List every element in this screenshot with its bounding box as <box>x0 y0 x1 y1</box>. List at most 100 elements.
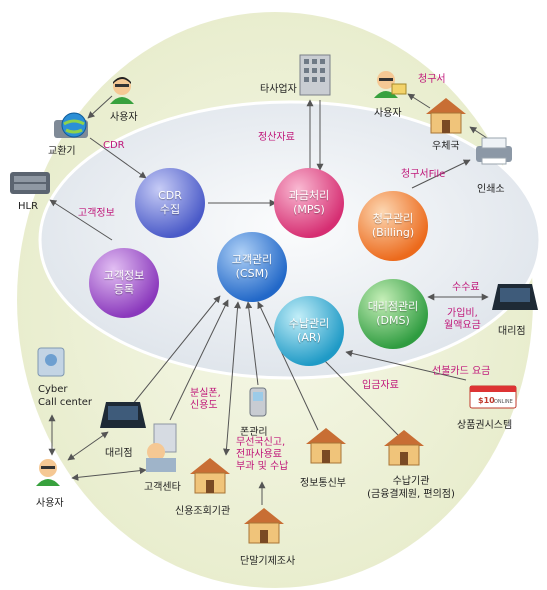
edge-label-commission: 수수료 <box>452 282 480 293</box>
edge-label-radio-line3: 부과 및 수납 <box>236 461 289 472</box>
edge-label-invoice: 청구서 <box>418 74 446 85</box>
edge-label-invoice-file: 청구서File <box>401 169 446 180</box>
billing-label: 청구관리 (Billing) <box>358 212 428 240</box>
edge-label-lost-phone: 분실폰, 신용도 <box>190 388 221 412</box>
edge-label-prepaid-card: 선불카드 요금 <box>432 366 491 377</box>
person-icon <box>374 71 407 98</box>
exchange-label: 교환기 <box>48 146 76 157</box>
print-shop-label: 인쇄소 <box>477 184 505 195</box>
phone-mgmt-label: 폰관리 <box>240 427 268 438</box>
ar-label: 수납관리 (AR) <box>274 317 344 345</box>
edge-label-subscription-line2: 월액요금 <box>444 320 481 331</box>
arrow-phone-to-csm <box>245 301 259 386</box>
voucher-system-label: 상품권시스템 <box>457 420 513 431</box>
arrow-user-agency <box>67 431 109 461</box>
arrow-billing-to-print <box>411 159 471 189</box>
arrow-post-to-user <box>407 93 431 109</box>
csm-circle <box>217 232 287 302</box>
other-carrier-label: 타사업자 <box>260 84 297 95</box>
user-top-left-label: 사용자 <box>110 112 138 123</box>
edge-label-cdr: CDR <box>103 140 125 151</box>
mps-circle <box>274 168 344 238</box>
dms-label-line2: (DMS) <box>376 314 410 327</box>
user-bottom-left-label: 사용자 <box>36 498 64 509</box>
cdr-label: CDR 수집 <box>135 189 205 217</box>
house-icon <box>426 98 466 134</box>
csm-label-line2: (CSM) <box>235 267 269 280</box>
edge-label-subscription: 가입비, 월액요금 <box>444 308 481 332</box>
post-office-label: 우체국 <box>432 141 460 152</box>
call-center-label-line2: Call center <box>38 397 93 408</box>
agency-right-label: 대리점 <box>498 326 526 337</box>
phone-icon <box>249 387 267 417</box>
person-icon <box>36 459 60 486</box>
arrow-user-center <box>71 467 147 481</box>
payment-agency-label-line1: 수납기관 <box>392 476 430 487</box>
customer-info-label: 고객정보 등록 <box>89 269 159 297</box>
cdr-label-line1: CDR <box>158 189 182 202</box>
call-center-label: Cyber Call center <box>38 383 92 409</box>
dms-label-line1: 대리점관리 <box>367 300 419 313</box>
mps-label-line1: 과금처리 <box>288 189 330 202</box>
mps-label: 과금처리 (MPS) <box>274 189 344 217</box>
customer-info-circle <box>89 248 159 318</box>
arrow-exchange-to-cdr <box>89 137 147 179</box>
edge-label-radio-line2: 전파사용료 <box>236 449 282 460</box>
ar-label-line2: (AR) <box>297 331 321 344</box>
voucher-card-icon: $10 ONLINE <box>469 385 517 409</box>
arrow-payment-to-ar <box>319 355 399 436</box>
edge-label-lost-phone-line1: 분실폰, <box>190 388 221 399</box>
agency-terminal-icon <box>492 284 538 310</box>
server-icon <box>10 172 50 194</box>
edge-label-settlement: 정산자료 <box>258 132 295 143</box>
csm-label: 고객관리 (CSM) <box>217 253 287 281</box>
payment-agency-label: 수납기관 (금융결제원, 편의점) <box>356 475 466 501</box>
arrows <box>48 93 491 505</box>
customer-center-label: 고객센타 <box>144 482 181 493</box>
edge-label-subscription-line1: 가입비, <box>447 308 478 319</box>
dms-label: 대리점관리 (DMS) <box>353 300 433 328</box>
exchange-icon <box>54 112 88 138</box>
edge-label-radio: 무선국신고, 전파사용료 부과 및 수납 <box>236 437 288 473</box>
customer-center-icon <box>146 423 177 472</box>
svg-text:ONLINE: ONLINE <box>494 399 513 405</box>
cdr-label-line2: 수집 <box>159 203 181 216</box>
house-icon <box>244 508 284 544</box>
csm-label-line1: 고객관리 <box>231 253 273 266</box>
billing-label-line2: (Billing) <box>371 226 415 239</box>
billing-circle <box>358 191 428 261</box>
payment-agency-label-line2: (금융결제원, 편의점) <box>367 489 455 500</box>
credit-bureau-label: 신용조회기관 <box>175 506 231 517</box>
call-center-icon <box>37 347 65 377</box>
edge-label-radio-line1: 무선국신고, <box>236 437 286 448</box>
arrow-credit-csm <box>223 301 241 456</box>
arrow-user-to-exchange <box>87 95 113 119</box>
call-center-label-line1: Cyber <box>38 384 68 395</box>
user-top-right-label: 사용자 <box>374 108 402 119</box>
svg-text:$10: $10 <box>478 396 495 405</box>
agency-left-label: 대리점 <box>105 448 133 459</box>
billing-label-line1: 청구관리 <box>372 212 414 225</box>
customer-info-label-line1: 고객정보 <box>103 269 145 282</box>
edge-label-customer-info: 고객정보 <box>78 208 115 219</box>
arrow-voucher-to-ar <box>345 350 467 381</box>
arrow-info-dept-to-csm <box>257 301 319 431</box>
edge-label-lost-phone-line2: 신용도 <box>190 400 218 411</box>
arrow-center-to-csm <box>169 299 229 421</box>
house-icon <box>306 428 346 464</box>
mps-label-line2: (MPS) <box>293 203 325 216</box>
cdr-circle <box>135 168 205 238</box>
arrow-agency-left-to-csm <box>127 295 221 411</box>
ar-circle <box>274 296 344 366</box>
terminal-survey-label: 단말기제조사 <box>240 556 296 567</box>
info-comm-dept-label: 정보통신부 <box>300 478 346 489</box>
building-icon <box>299 54 331 96</box>
dms-circle <box>358 279 428 349</box>
edge-label-deposit-data: 입금자료 <box>362 380 399 391</box>
hlr-label: HLR <box>18 201 39 212</box>
house-icon <box>190 458 230 494</box>
agency-terminal-icon <box>100 402 146 428</box>
ar-label-line1: 수납관리 <box>288 317 330 330</box>
arrow-info-to-hlr <box>49 199 113 241</box>
